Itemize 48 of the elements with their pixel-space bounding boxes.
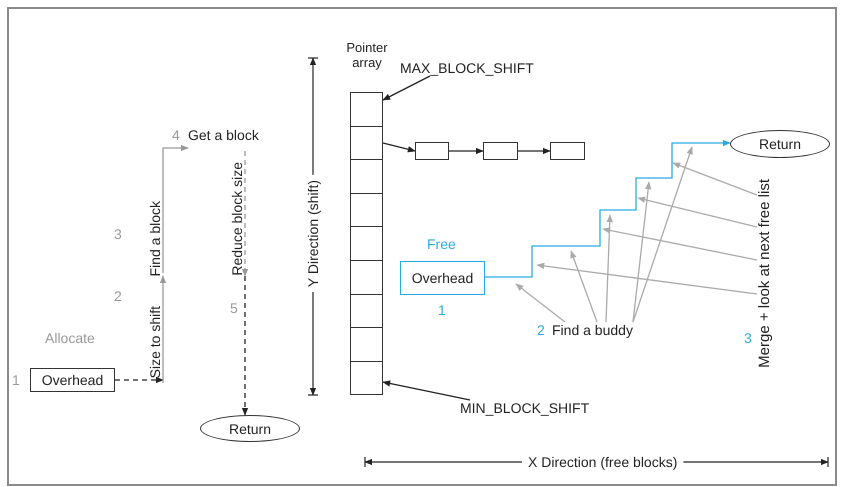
arrow <box>485 140 731 278</box>
arrow <box>160 275 166 383</box>
dimension-label: X Direction (free blocks) <box>528 454 678 470</box>
arrow <box>115 376 164 384</box>
step-label: Find a buddy <box>552 322 633 338</box>
dimension-label: Y Direction (shift) <box>305 180 321 287</box>
step-number: 2 <box>537 322 545 338</box>
leader-arrow <box>672 162 758 196</box>
arrow <box>242 276 248 416</box>
empty-box <box>550 142 585 160</box>
arrow <box>382 380 470 401</box>
leader-arrow <box>637 196 758 228</box>
process-box: Overhead <box>400 261 485 295</box>
terminal-ellipse: Return <box>200 415 300 442</box>
pointer-label: MIN_BLOCK_SHIFT <box>460 400 590 416</box>
array-heading: Pointer array <box>345 40 389 70</box>
section-heading: Allocate <box>45 330 95 346</box>
step-number: 2 <box>114 288 122 304</box>
empty-box <box>415 142 449 160</box>
leader-arrow <box>632 181 652 322</box>
step-label: Reduce block size <box>229 162 245 276</box>
empty-box <box>483 142 518 160</box>
step-label: Size to shift <box>147 306 163 386</box>
arrow <box>242 151 248 277</box>
leader-arrow <box>536 262 758 295</box>
terminal-ellipse: Return <box>730 130 830 158</box>
arrow <box>518 148 551 154</box>
leader-arrow <box>602 227 758 261</box>
step-label: Find a block <box>147 200 163 276</box>
leader-arrow <box>605 214 613 322</box>
step-number: 3 <box>114 226 122 242</box>
step-number: 1 <box>438 302 446 318</box>
step-label: Merge + look at next free list <box>757 179 773 368</box>
step-label: Get a block <box>188 127 259 151</box>
arrow <box>382 75 430 101</box>
arrow <box>162 144 189 273</box>
arrow <box>449 148 484 154</box>
leader-arrow <box>570 250 598 322</box>
step-number: 4 <box>172 127 180 143</box>
leader-arrow <box>632 146 693 322</box>
leader-arrow <box>515 283 566 323</box>
state-label: Free <box>427 236 456 252</box>
arrow <box>382 142 416 152</box>
step-number: 3 <box>744 330 752 346</box>
pointer-label: MAX_BLOCK_SHIFT <box>400 60 534 76</box>
step-number: 5 <box>230 300 238 316</box>
step-number: 1 <box>12 372 20 388</box>
process-box: Overhead <box>30 368 115 392</box>
